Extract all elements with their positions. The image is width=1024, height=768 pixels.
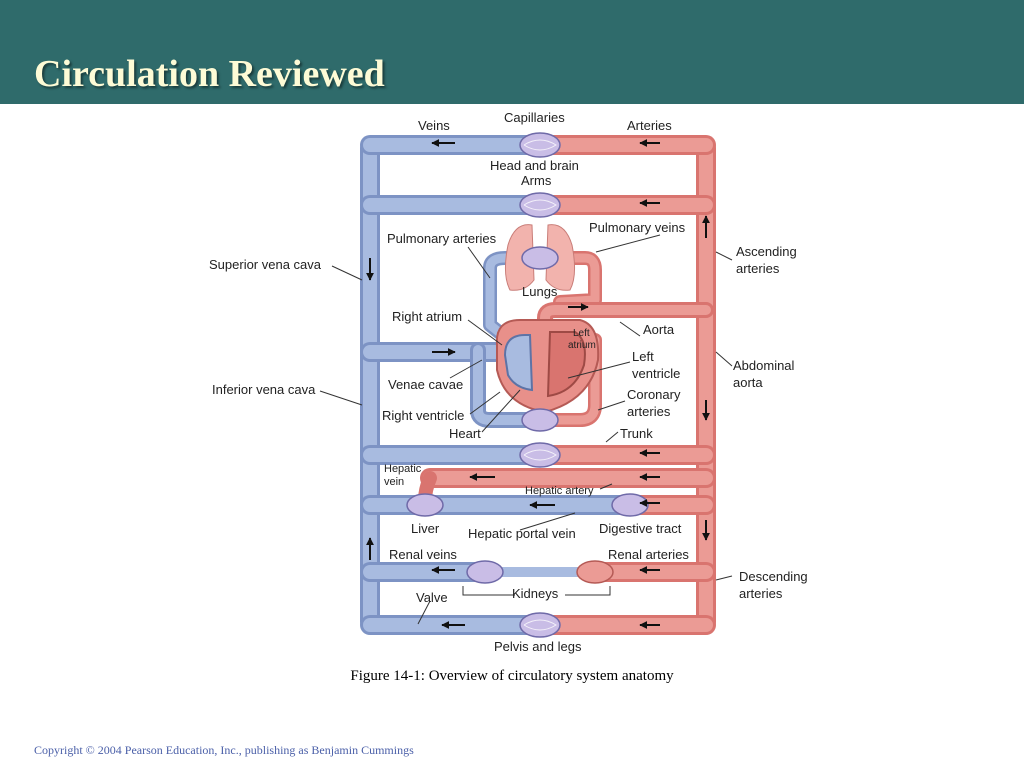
label-arms: Arms xyxy=(521,173,552,188)
label-renal-veins: Renal veins xyxy=(389,547,457,562)
capillary-kidney-left xyxy=(466,560,504,584)
label-abdominal-2: aorta xyxy=(733,375,763,390)
label-veins: Veins xyxy=(418,118,450,133)
label-left-atrium-2: atrium xyxy=(568,340,596,351)
diagram-labels: Veins Capillaries Arteries Head and brai… xyxy=(209,110,808,654)
label-head-brain: Head and brain xyxy=(490,158,579,173)
label-capillaries: Capillaries xyxy=(504,110,565,125)
label-digestive-tract: Digestive tract xyxy=(599,521,682,536)
label-left-ventricle-2: ventricle xyxy=(632,366,680,381)
label-arteries: Arteries xyxy=(627,118,672,133)
label-ascending-1: Ascending xyxy=(736,244,797,259)
circulatory-diagram: Veins Capillaries Arteries Head and brai… xyxy=(0,104,1024,664)
capillary-head xyxy=(519,132,561,158)
label-pulmonary-arteries: Pulmonary arteries xyxy=(387,231,497,246)
label-descending-1: Descending xyxy=(739,569,808,584)
label-hepatic-vein-2: vein xyxy=(384,476,404,488)
capillary-pelvis xyxy=(519,612,561,638)
label-hepatic-vein-1: Hepatic xyxy=(384,463,422,475)
slide-header: Circulation Reviewed xyxy=(0,0,1024,104)
label-renal-arteries: Renal arteries xyxy=(608,547,689,562)
capillary-trunk xyxy=(519,442,561,468)
label-left-atrium-1: Left xyxy=(573,328,590,339)
label-valve: Valve xyxy=(416,590,448,605)
label-left-ventricle-1: Left xyxy=(632,349,654,364)
flow-arrows xyxy=(366,139,710,629)
capillary-heart xyxy=(521,408,559,432)
label-heart: Heart xyxy=(449,426,481,441)
label-pelvis-legs: Pelvis and legs xyxy=(494,639,582,654)
capillary-kidney-right xyxy=(576,560,614,584)
label-kidneys: Kidneys xyxy=(512,586,559,601)
label-trunk: Trunk xyxy=(620,426,653,441)
capillary-digestive xyxy=(611,493,649,517)
label-coronary-2: arteries xyxy=(627,404,671,419)
label-coronary-1: Coronary xyxy=(627,387,681,402)
capillary-beds xyxy=(406,132,649,638)
label-inferior-vena-cava: Inferior vena cava xyxy=(212,382,316,397)
label-hepatic-artery: Hepatic artery xyxy=(525,485,594,497)
copyright-notice: Copyright © 2004 Pearson Education, Inc.… xyxy=(34,743,414,757)
capillary-lungs xyxy=(521,246,559,270)
leader-lines xyxy=(319,234,733,625)
label-right-atrium: Right atrium xyxy=(392,309,462,324)
label-descending-2: arteries xyxy=(739,586,783,601)
label-hepatic-portal-vein: Hepatic portal vein xyxy=(468,526,576,541)
heart xyxy=(495,319,600,414)
label-right-ventricle: Right ventricle xyxy=(382,408,464,423)
label-aorta: Aorta xyxy=(643,322,675,337)
label-liver: Liver xyxy=(411,521,440,536)
capillary-liver xyxy=(406,493,444,517)
figure-caption: Figure 14-1: Overview of circulatory sys… xyxy=(350,668,674,684)
slide-title: Circulation Reviewed xyxy=(34,53,385,95)
label-ascending-2: arteries xyxy=(736,261,780,276)
label-superior-vena-cava: Superior vena cava xyxy=(209,257,322,272)
lungs-shape xyxy=(504,224,576,291)
label-venae-cavae: Venae cavae xyxy=(388,377,463,392)
label-abdominal-1: Abdominal xyxy=(733,358,795,373)
label-pulmonary-veins: Pulmonary veins xyxy=(589,220,686,235)
capillary-arms xyxy=(519,192,561,218)
label-lungs: Lungs xyxy=(522,284,558,299)
